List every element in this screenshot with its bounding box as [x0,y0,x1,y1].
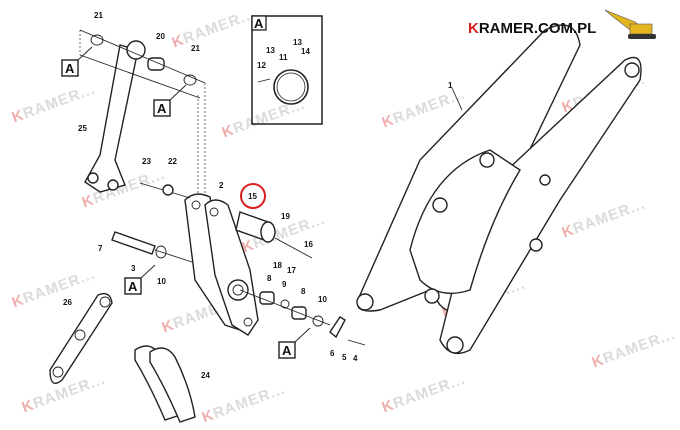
callout-19: 19 [281,212,290,221]
svg-text:A: A [65,61,75,76]
detail-ref-a: A [278,327,311,359]
callout-10: 10 [318,295,327,304]
callout-13: 13 [266,46,275,55]
callout-24: 24 [201,371,210,380]
callout-7: 7 [98,244,103,253]
kramer-logo: KRAMER.COM.PL [468,20,597,37]
callout-8: 8 [267,274,272,283]
callout-18: 18 [273,261,282,270]
detail-inset-a: A 13 13 14 11 12 [251,15,323,125]
callouts: 21 20 21 25 23 22 2 15 19 16 18 17 7 3 1… [63,11,453,380]
callout-16: 16 [304,240,313,249]
detail-ref-a: A [61,46,93,77]
callout-9: 9 [282,280,287,289]
callout-17: 17 [287,266,296,275]
part-boom-arm [356,24,642,354]
highlight-circle [240,183,266,209]
callout-13: 13 [293,38,302,47]
callout-22: 22 [168,157,177,166]
part-link-26 [49,292,113,384]
part-link-rod [79,29,206,195]
svg-text:A: A [128,279,138,294]
callout-3: 3 [131,264,136,273]
callout-4: 4 [353,354,358,363]
callout-10: 10 [157,277,166,286]
detail-ref-a: A [124,264,156,295]
callout-20: 20 [156,32,165,41]
part-link-24 [134,345,196,423]
callout-25: 25 [78,124,87,133]
callout-6: 6 [330,349,335,358]
callout-2: 2 [219,181,224,190]
callout-21: 21 [94,11,103,20]
callout-26: 26 [63,298,72,307]
callout-11: 11 [279,53,288,62]
callout-15: 15 [248,192,257,201]
detail-label: A [254,16,264,31]
part-pins [111,182,366,346]
callout-23: 23 [142,157,151,166]
svg-text:A: A [282,343,292,358]
detail-ref-a: A [153,84,187,117]
callout-14: 14 [301,47,310,56]
callout-1: 1 [448,81,453,90]
svg-text:A: A [157,101,167,116]
callout-8: 8 [301,287,306,296]
callout-12: 12 [257,61,266,70]
callout-5: 5 [342,353,347,362]
part-bellcrank [184,193,259,336]
callout-21: 21 [191,44,200,53]
